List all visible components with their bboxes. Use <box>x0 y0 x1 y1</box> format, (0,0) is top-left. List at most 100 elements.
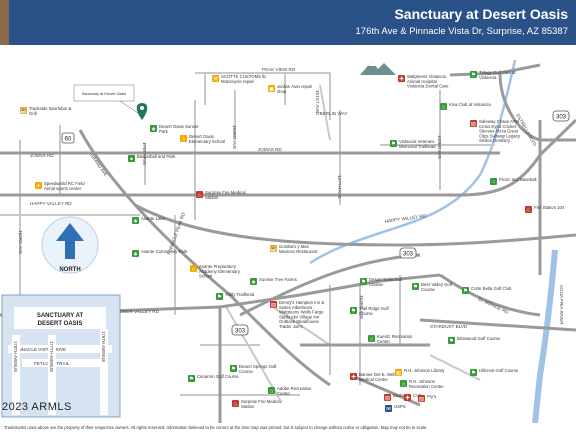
147th-avenue-label: 147TH AVE <box>337 175 342 199</box>
place-marker: ⌂ Kiva Club at Vistancia <box>440 102 491 111</box>
book-icon <box>395 369 402 376</box>
cart-icon-glyph: ▤ <box>385 396 391 402</box>
place-marker: ♨Fire Station 104 <box>525 205 565 214</box>
flag-icon <box>412 283 419 290</box>
tree-icon <box>132 217 139 224</box>
fire-icon <box>232 400 239 407</box>
agua-fria-river-label: AGUA FRIA RIVER <box>559 285 564 325</box>
place-marker: ⚑Briarwood Golf Course <box>448 336 501 345</box>
secondary-roads <box>0 72 495 401</box>
inset-title-box <box>14 307 106 329</box>
shield-303-north: 303 <box>552 110 570 122</box>
place-marker: ⚑Tribly Trailhead <box>216 292 255 301</box>
location-pin-icon <box>136 103 148 120</box>
svg-text:177TH AVENUE: 177TH AVENUE <box>49 341 54 372</box>
wrench-icon-glyph: ⚒ <box>213 76 219 83</box>
building-icon <box>440 103 447 110</box>
ave-label-153-south: 153RD AVE <box>359 295 364 319</box>
svg-text:60: 60 <box>65 137 72 143</box>
hiker-icon <box>216 293 223 300</box>
fire-icon <box>525 206 532 213</box>
school-icon <box>180 135 187 142</box>
svg-text:176TH AVENUE: 176TH AVENUE <box>101 331 106 362</box>
wrench-icon <box>212 75 219 82</box>
inset-street-179th <box>12 335 20 415</box>
building-icon-glyph: ⌂ <box>270 389 273 395</box>
place-marker: ⚑Cimarron Golf Course <box>188 374 239 383</box>
place-label: Bashas' <box>393 393 408 398</box>
place-marker: ♣Asante Community Park <box>132 249 188 258</box>
place-marker: ●Basketball and Park <box>128 154 176 163</box>
place-label: Kiva Club at Vistancia <box>449 102 491 107</box>
basketball-icon-glyph: ● <box>130 157 133 163</box>
place-marker: ✉USPS <box>385 404 406 413</box>
tree-icon <box>150 125 157 132</box>
hiker-icon-glyph: ⚑ <box>391 141 396 148</box>
fork-knife-icon <box>20 107 27 114</box>
happy-valley-road-west-label: HAPPY VALLEY RD <box>30 201 72 206</box>
shield-60: 60 <box>61 132 75 144</box>
school-icon <box>190 265 197 272</box>
flag-icon <box>350 307 357 314</box>
place-label: Fire Station 104 <box>534 205 565 210</box>
place-label: Cimarron Golf Course <box>197 374 239 379</box>
place-label: USPS <box>394 404 406 409</box>
disclaimer-footer: Trademarks used above are the property o… <box>0 423 576 432</box>
community-address: 176th Ave & Pinnacle Vista Dr, Surprise,… <box>355 26 568 37</box>
cross-icon-glyph: ✚ <box>405 395 410 402</box>
baseball-icon-glyph: ○ <box>492 180 495 186</box>
mountain-icon <box>360 61 396 75</box>
tree-icon-glyph: ♣ <box>134 252 138 258</box>
callout-label: Sanctuary at Desert Oasis <box>82 92 126 96</box>
flag-icon <box>360 278 367 285</box>
cart-icon <box>384 394 391 401</box>
fork-knife-icon <box>270 245 277 252</box>
flag-icon-glyph: ⚑ <box>413 284 418 291</box>
hiker-icon <box>390 140 397 147</box>
north-arrow: NORTH <box>41 216 99 274</box>
book-icon-glyph: ▥ <box>396 371 402 377</box>
place-label: Fry's <box>427 394 436 399</box>
building-icon-glyph: ⌂ <box>442 105 445 111</box>
flag-icon <box>470 71 477 78</box>
svg-text:303: 303 <box>235 329 246 335</box>
svg-text:PINNACLE VISTA DRIVE: PINNACLE VISTA DRIVE <box>14 347 66 352</box>
basketball-icon <box>128 155 135 162</box>
flag-icon-glyph: ⚑ <box>189 376 194 383</box>
svg-text:303: 303 <box>556 115 567 121</box>
place-marker: ○Picnic and Baseball <box>490 177 537 186</box>
flag-icon <box>188 375 195 382</box>
fire-icon-glyph: ♨ <box>197 192 202 199</box>
flag-icon-glyph: ⚑ <box>449 338 454 345</box>
cart-icon-glyph: ▤ <box>271 303 277 309</box>
flag-icon-glyph: ⚑ <box>471 72 476 79</box>
cart-icon <box>418 395 425 402</box>
flag-icon <box>462 287 469 294</box>
plane-icon-glyph: ✈ <box>36 183 41 190</box>
oberlin-way-label: OBERLIN WAY <box>316 111 347 116</box>
header-banner: Sanctuary at Desert Oasis 176th Ave & Pi… <box>0 0 576 45</box>
tree-icon <box>250 278 257 285</box>
north-arrow-icon <box>56 223 84 259</box>
car-icon-glyph: ▣ <box>269 87 275 93</box>
place-label: Corte Bella Golf Club <box>471 286 512 291</box>
